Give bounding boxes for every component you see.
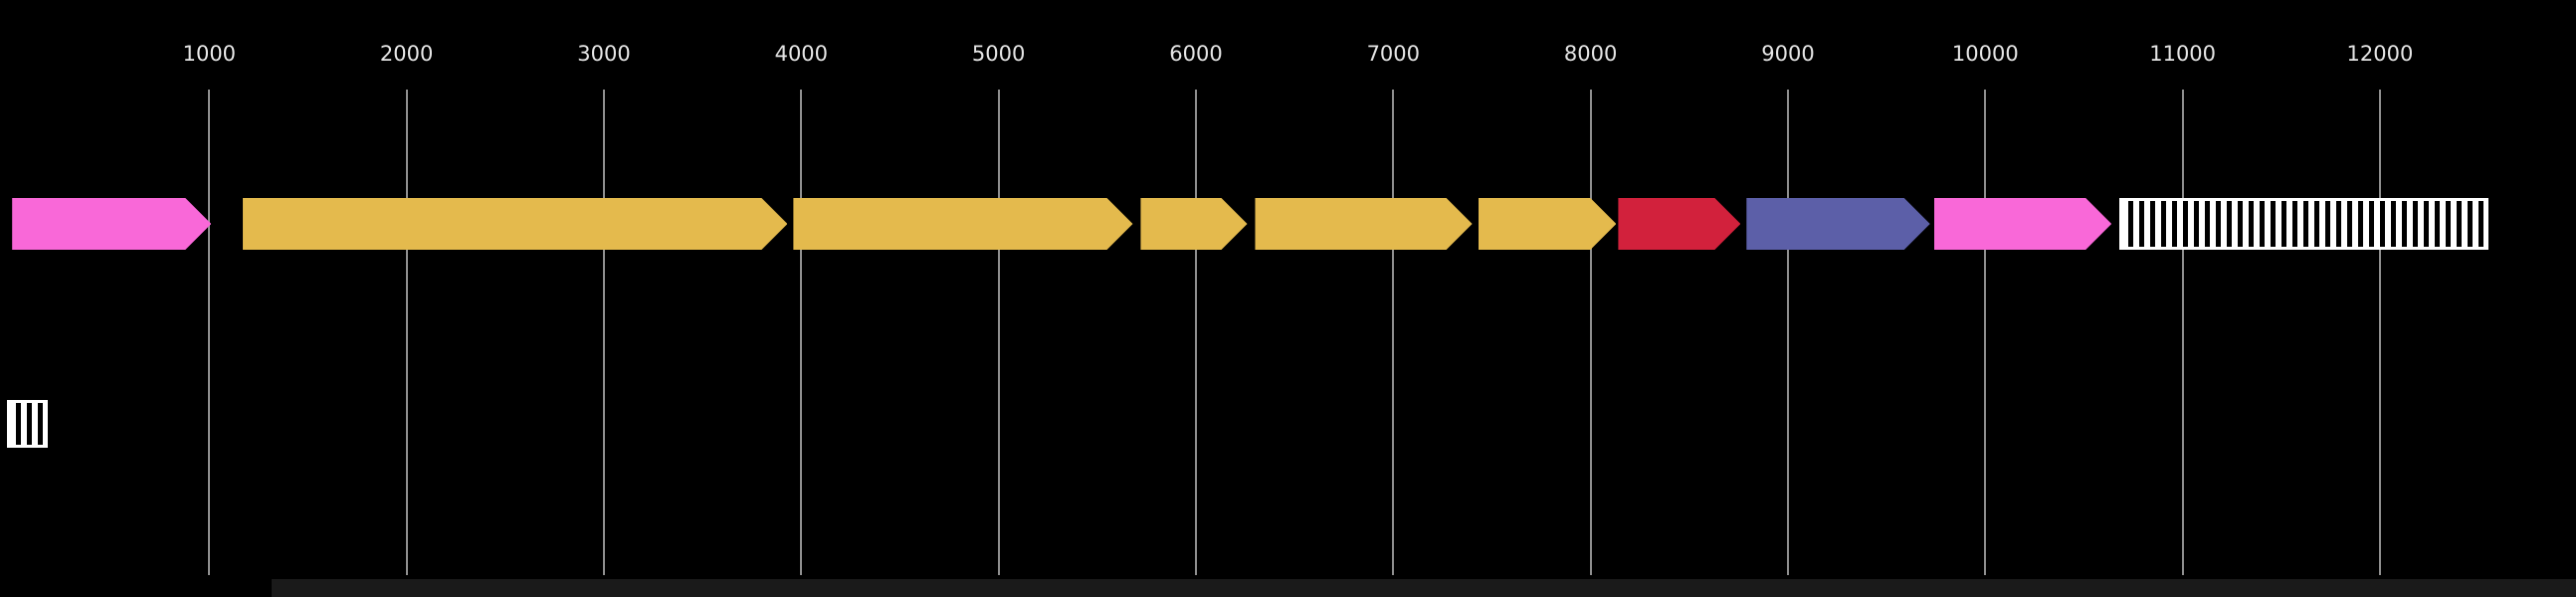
- gridline: [997, 90, 1000, 575]
- tick-label: 6000: [1169, 42, 1223, 66]
- gene-arrow[interactable]: [1478, 198, 1617, 250]
- tick-label: 7000: [1366, 42, 1421, 66]
- tick-label: 11000: [2149, 42, 2217, 66]
- gridline: [602, 90, 605, 575]
- bottom-strip: [272, 579, 2576, 597]
- gene-box-striped[interactable]: [2119, 198, 2489, 250]
- gridline: [208, 90, 211, 575]
- gridline: [2378, 90, 2381, 575]
- tick-label: 10000: [1951, 42, 2019, 66]
- tick-label: 5000: [971, 42, 1026, 66]
- tick-label: 8000: [1563, 42, 1618, 66]
- gene-arrow[interactable]: [243, 198, 788, 250]
- gene-arrow[interactable]: [1746, 198, 1930, 250]
- gene-arrow[interactable]: [1140, 198, 1248, 250]
- gridline: [1194, 90, 1197, 575]
- gene-arrow[interactable]: [1933, 198, 2112, 250]
- tick-label: 9000: [1761, 42, 1815, 66]
- tick-label: 4000: [774, 42, 829, 66]
- gene-arrow[interactable]: [793, 198, 1133, 250]
- tick-label: 12000: [2346, 42, 2414, 66]
- gridline: [800, 90, 803, 575]
- gene-arrow[interactable]: [1255, 198, 1473, 250]
- gridline: [1984, 90, 1987, 575]
- tick-label: 2000: [379, 42, 434, 66]
- legend-striped-swatch: [7, 400, 48, 448]
- gridline: [1392, 90, 1395, 575]
- gene-arrow[interactable]: [1618, 198, 1741, 250]
- gridline: [1589, 90, 1592, 575]
- gene-arrow[interactable]: [12, 198, 212, 250]
- gridline: [2181, 90, 2184, 575]
- tick-label: 3000: [577, 42, 631, 66]
- gridline: [405, 90, 408, 575]
- tick-label: 1000: [182, 42, 237, 66]
- gridline: [1786, 90, 1789, 575]
